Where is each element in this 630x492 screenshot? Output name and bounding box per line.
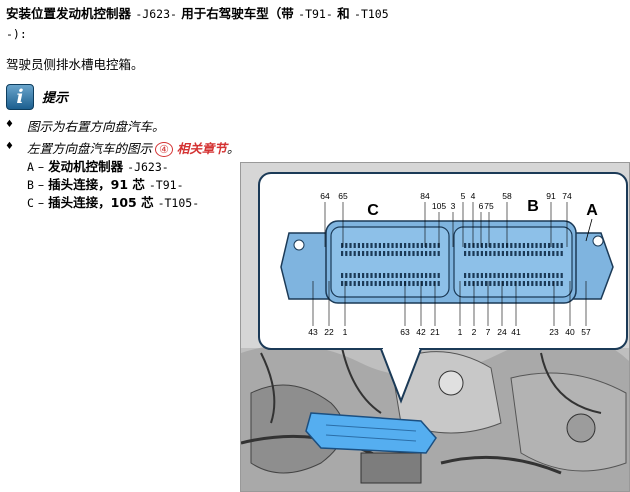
hint-label: 提示 xyxy=(42,91,69,106)
highlighted-ecu xyxy=(305,412,437,454)
pin-label-top: 64 xyxy=(320,191,330,201)
pin-label-bottom: 43 xyxy=(308,327,318,337)
pin-label-bottom: 41 xyxy=(511,327,521,337)
legend-item-a: A – 发动机控制器 -J623- xyxy=(27,159,169,174)
pin-label-bottom: 24 xyxy=(497,327,507,337)
title-code-t91: -T91- xyxy=(298,7,333,21)
title-line2: -): xyxy=(6,27,27,41)
label-b: B xyxy=(527,198,539,215)
legend-item-c: C – 插头连接，105 芯 -T105- xyxy=(27,195,200,210)
pin-label-top: 5 xyxy=(461,191,466,201)
title-code-t105: -T105 xyxy=(354,7,389,21)
pin-label-top: 84 xyxy=(420,191,430,201)
pin-label-bottom: 40 xyxy=(565,327,575,337)
pin-label-bottom: 22 xyxy=(324,327,334,337)
pin-label-top: 4 xyxy=(471,191,476,201)
pin-label-bottom: 1 xyxy=(343,327,348,337)
pin-label-bottom: 7 xyxy=(486,327,491,337)
bullet-item-1: 图示为右置方向盘汽车。 xyxy=(27,119,165,134)
pin-label-bottom: 2 xyxy=(472,327,477,337)
title-text-2: 用于右驾驶车型（带 xyxy=(181,6,294,21)
pin-label-top: 58 xyxy=(502,191,512,201)
legend-item-b: B – 插头连接，91 芯 -T91- xyxy=(27,177,184,192)
ecu-housing xyxy=(280,220,614,304)
pin-label-top: 6 xyxy=(479,201,484,211)
title-text-3: 和 xyxy=(337,6,350,21)
related-chapter-link[interactable]: 相关章节 xyxy=(176,141,227,156)
title-text: 安装位置发动机控制器 xyxy=(6,6,132,21)
pin-label-bottom: 1 xyxy=(458,327,463,337)
bullet-icon: ♦ xyxy=(5,119,14,130)
connector-b xyxy=(453,226,573,298)
label-c: C xyxy=(367,202,379,219)
pin-label-top: 75 xyxy=(484,201,494,211)
pin-label-bottom: 42 xyxy=(416,327,426,337)
bullet-icon: ♦ xyxy=(5,141,14,152)
pin-label-bottom: 21 xyxy=(430,327,440,337)
info-icon: i xyxy=(6,84,34,110)
pin-label-bottom: 23 xyxy=(549,327,559,337)
pin-label-bottom: 63 xyxy=(400,327,410,337)
pin-label-top: 65 xyxy=(338,191,348,201)
bullet-text: 左置方向盘汽车的图示 xyxy=(27,141,153,156)
pin-label-top: 74 xyxy=(562,191,572,201)
page-title: 安装位置发动机控制器 -J623- 用于右驾驶车型（带 -T91- 和 -T10… xyxy=(6,4,566,44)
ref-number-badge[interactable]: ④ xyxy=(155,142,173,157)
connector-c xyxy=(330,226,450,298)
label-a: A xyxy=(586,202,598,219)
pin-label-top: 91 xyxy=(546,191,556,201)
title-code-j623: -J623- xyxy=(135,7,177,21)
intro-text: 驾驶员侧排水槽电控箱。 xyxy=(6,57,144,72)
pin-label-bottom: 57 xyxy=(581,327,591,337)
pin-label-top: 3 xyxy=(451,201,456,211)
pin-label-top: 105 xyxy=(432,201,446,211)
